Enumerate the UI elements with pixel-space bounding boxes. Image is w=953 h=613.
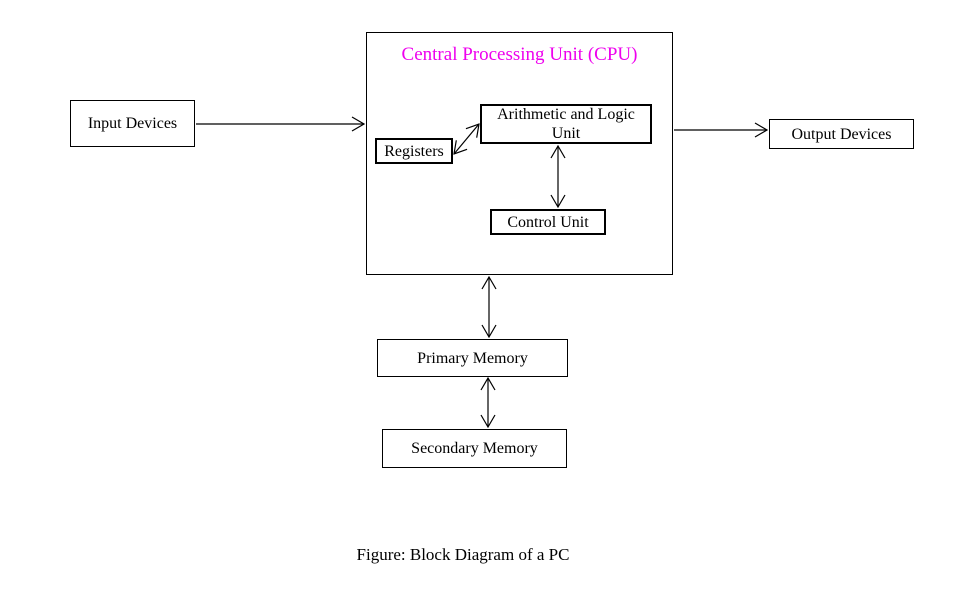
- node-arithmetic-logic-unit-label: Arithmetic and Logic Unit: [497, 106, 635, 142]
- node-primary-memory-label: Primary Memory: [417, 349, 528, 367]
- node-control-unit: Control Unit: [490, 209, 606, 235]
- figure-caption: Figure: Block Diagram of a PC: [356, 545, 570, 564]
- node-arithmetic-logic-unit: Arithmetic and Logic Unit: [480, 104, 652, 144]
- node-input-devices-label: Input Devices: [87, 115, 178, 132]
- node-output-devices-label: Output Devices: [791, 125, 892, 143]
- node-registers-label: Registers: [384, 142, 444, 160]
- node-input-devices: Input Devices: [70, 100, 195, 147]
- node-registers: Registers: [375, 138, 453, 164]
- node-cpu-container: [366, 32, 673, 275]
- node-secondary-memory-label: Secondary Memory: [411, 440, 538, 457]
- node-output-devices: Output Devices: [769, 119, 914, 149]
- node-primary-memory: Primary Memory: [377, 339, 568, 377]
- cpu-title: Central Processing Unit (CPU): [401, 44, 638, 65]
- node-secondary-memory: Secondary Memory: [382, 429, 567, 468]
- node-control-unit-label: Control Unit: [507, 213, 589, 231]
